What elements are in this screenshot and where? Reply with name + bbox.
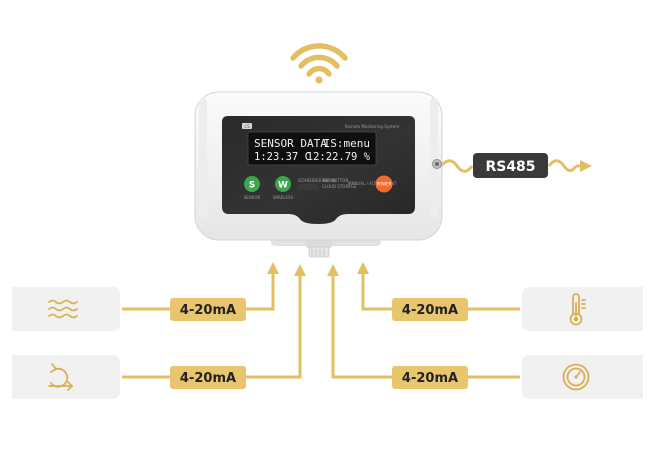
rs485-wave-left	[439, 159, 474, 173]
lcd-line2-right: 12:22.79 %	[307, 151, 371, 163]
lcd-line1: SENSOR DATA	[254, 137, 327, 150]
rs485-badge: RS485	[473, 153, 548, 178]
svg-text:W: W	[278, 180, 288, 190]
label-s: SENSOR	[244, 195, 261, 200]
lcd-line1-right: IS:menu	[324, 137, 370, 150]
lcd-line2-left: 1:23.37 C	[254, 151, 311, 163]
button-s[interactable]: S	[244, 176, 260, 192]
water-waves-icon	[48, 299, 78, 319]
input-panel-right-bottom	[522, 355, 643, 399]
lcd-display: SENSOR DATA IS:menu 1:23.37 C 12:22.79 %	[247, 131, 377, 166]
mini-label-3: MANUAL / AUTO MOUNT	[348, 181, 397, 186]
line-right-bottom	[327, 264, 520, 379]
svg-text:4-20mA: 4-20mA	[180, 371, 236, 386]
svg-text:Remote Monitoring System: Remote Monitoring System	[345, 124, 399, 129]
badge-left-bottom: 4-20mA	[170, 366, 246, 389]
input-panel-right-top	[522, 287, 643, 331]
svg-text:4-20mA: 4-20mA	[180, 303, 236, 318]
svg-text:4-20mA: 4-20mA	[402, 303, 458, 318]
input-panel-left-top	[12, 287, 120, 331]
svg-text:CS: CS	[244, 124, 250, 129]
mini-label-2: CLOUD STORAGE	[322, 184, 357, 189]
badge-right-top: 4-20mA	[392, 298, 468, 321]
rs485-wave-right	[547, 159, 578, 172]
svg-text:S: S	[249, 180, 255, 190]
svg-text:4-20mA: 4-20mA	[402, 371, 458, 386]
svg-text:POWER: POWER	[377, 182, 392, 187]
wifi-icon	[290, 43, 348, 84]
thermometer-icon	[569, 293, 586, 326]
cable-gland	[306, 240, 332, 258]
pressure-gauge-icon	[562, 363, 590, 391]
mini-label-1: BAT. BUTTON	[322, 178, 348, 183]
model-label: SCHNEIDER RN400	[298, 178, 337, 183]
rotation-arrow-icon	[48, 363, 73, 391]
button-w[interactable]: W	[275, 176, 291, 192]
input-panel-left-bottom	[12, 355, 120, 399]
badge-left-top: 4-20mA	[170, 298, 246, 321]
badge-right-bottom: 4-20mA	[392, 366, 468, 389]
svg-text:RS485: RS485	[485, 159, 535, 175]
monitoring-device: CS Remote Monitoring System SENSOR DATA …	[194, 91, 443, 258]
power-button[interactable]: POWER	[375, 175, 393, 193]
label-w: WIRELESS	[273, 195, 294, 200]
